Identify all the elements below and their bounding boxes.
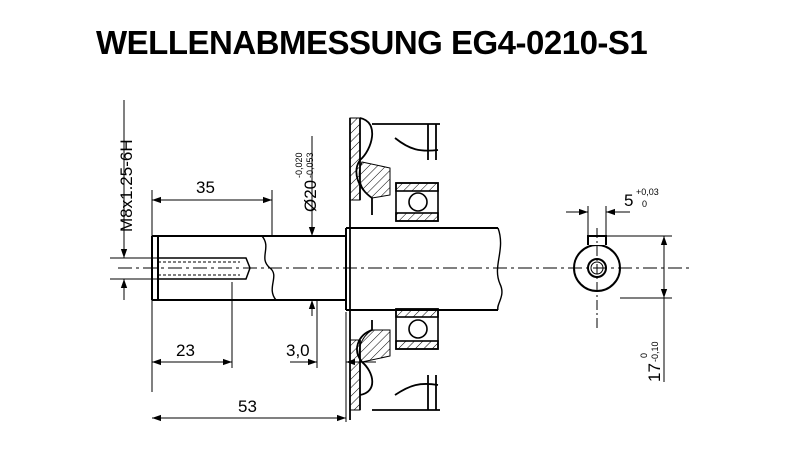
key-width-tol-lower: 0 — [642, 199, 647, 209]
dim-3-label: 3,0 — [286, 341, 310, 360]
diameter-tol-lower: -0,053 — [305, 152, 315, 178]
thread-label-group: M8x1.25-6H — [117, 139, 136, 232]
dim-53-label: 53 — [238, 397, 257, 416]
dim-35-label: 35 — [196, 178, 215, 197]
thread-label: M8x1.25-6H — [117, 139, 136, 232]
housing-hatch — [349, 117, 391, 411]
diameter-label-group: Ø20 -0,020 -0,053 — [294, 152, 320, 212]
dimension-lines — [110, 100, 672, 422]
key-width-tol-upper: +0,03 — [636, 187, 659, 197]
dim-23-label: 23 — [176, 341, 195, 360]
diameter-tol-upper: -0,020 — [294, 152, 304, 178]
key-height-tol-upper: 0 — [639, 353, 649, 358]
key-height-tol-lower: -0,10 — [650, 341, 660, 362]
key-width-label: 5 — [624, 191, 633, 210]
shaft — [151, 227, 503, 311]
bearing-top — [395, 182, 439, 222]
bearing-bottom — [395, 308, 439, 350]
key-height-label: 17 — [645, 363, 664, 382]
key-height-label-group: 17 0 -0,10 — [639, 341, 664, 382]
section-view — [573, 228, 621, 330]
diameter-label: Ø20 — [301, 180, 320, 212]
drawing-title: WELLENABMESSUNG EG4-0210-S1 — [96, 24, 648, 61]
